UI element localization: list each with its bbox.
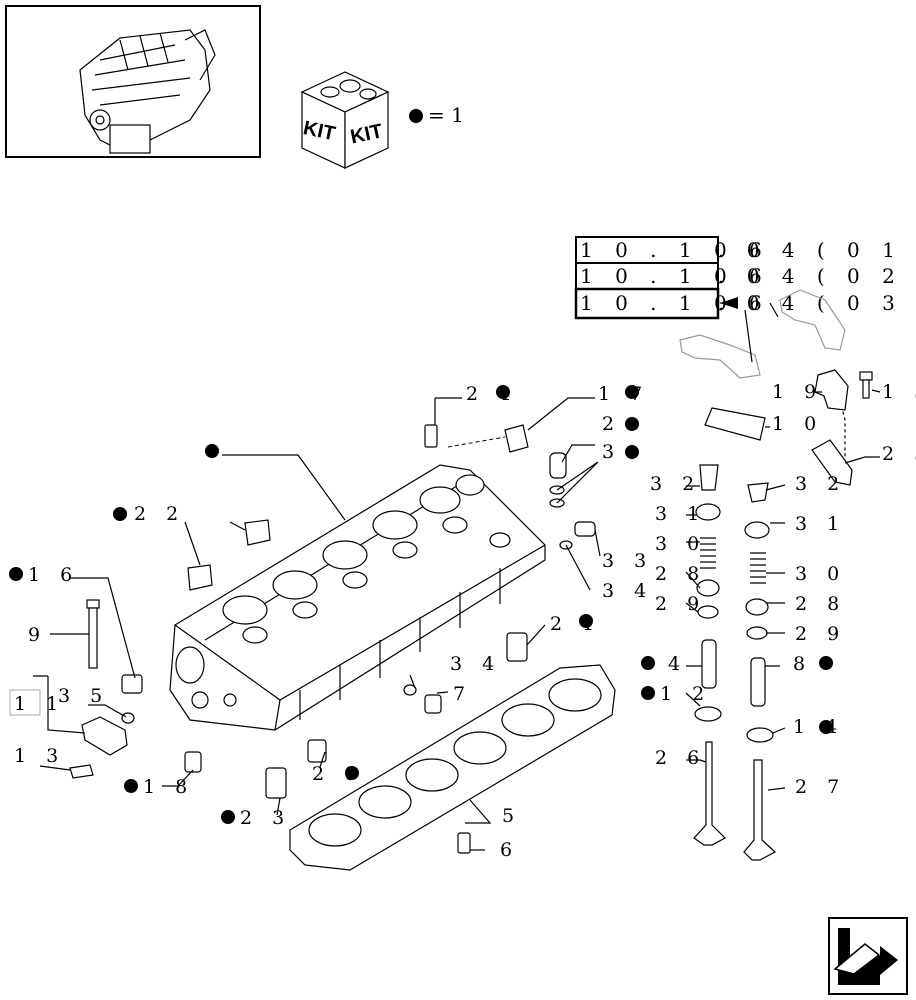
callout-30-left: 3 0 bbox=[655, 533, 706, 555]
callout-11: 1 1 bbox=[14, 693, 65, 715]
callout-12: 1 2 bbox=[660, 683, 711, 705]
reference-link-2[interactable]: 1 0 . 1 0 6 . 0 4 ( 0 2 ) bbox=[580, 264, 916, 288]
callout-31-right: 3 1 bbox=[795, 513, 846, 535]
callout-13: 1 3 bbox=[14, 745, 65, 767]
callout-28-right: 2 8 bbox=[795, 593, 846, 615]
callout-labels: 2 4 1 7 2 3 1 9 1 5 1 0 2 5 3 2 3 2 3 1 … bbox=[9, 381, 916, 861]
reference-code-1: 1 0 . 1 0 6 bbox=[580, 238, 770, 262]
callout-30-right: 3 0 bbox=[795, 563, 846, 585]
callout-21: 2 1 bbox=[550, 613, 601, 635]
callout-15: 1 5 bbox=[882, 381, 916, 403]
callout-26: 2 6 bbox=[655, 747, 706, 769]
kit-box-icon: KIT KIT bbox=[300, 71, 390, 169]
callout-29-right: 2 9 bbox=[795, 623, 846, 645]
callout-28-left: 2 8 bbox=[655, 563, 706, 585]
callout-8: 8 bbox=[793, 653, 812, 675]
kit-equals-text: = 1 bbox=[428, 103, 464, 127]
reference-suffix-3: . 0 4 ( 0 3 ) bbox=[718, 291, 916, 315]
rocker-arm-ghost bbox=[679, 289, 846, 379]
callout-6: 6 bbox=[500, 839, 519, 861]
callout-4: 4 bbox=[668, 653, 687, 675]
callout-35: 3 5 bbox=[58, 685, 109, 707]
callout-31-left: 3 1 bbox=[655, 503, 706, 525]
callout-27: 2 7 bbox=[795, 776, 846, 798]
callout-25: 2 5 bbox=[882, 443, 916, 465]
reference-code-2: 1 0 . 1 0 6 bbox=[580, 264, 770, 288]
callout-24: 2 4 bbox=[466, 383, 517, 405]
leader-lines bbox=[33, 389, 881, 851]
callout-14: 1 4 bbox=[793, 716, 844, 738]
reference-link-1[interactable]: 1 0 . 1 0 6 . 0 4 ( 0 1 ) bbox=[580, 238, 916, 262]
callout-9: 9 bbox=[28, 624, 47, 646]
kit-dot-icon bbox=[409, 109, 423, 123]
callout-17: 1 7 bbox=[598, 383, 649, 405]
cylinder-head bbox=[169, 464, 546, 731]
next-page-button[interactable] bbox=[828, 917, 908, 995]
parts bbox=[69, 369, 873, 861]
callout-20: 2 0 bbox=[312, 763, 363, 785]
callout-10: 1 0 bbox=[772, 413, 823, 435]
callout-7: 7 bbox=[453, 683, 472, 705]
callout-19: 1 9 bbox=[772, 381, 823, 403]
callout-2: 2 bbox=[602, 413, 621, 435]
reference-link-3[interactable]: 1 0 . 1 0 6 . 0 4 ( 0 3 ) bbox=[580, 291, 916, 315]
reference-suffix-1: . 0 4 ( 0 1 ) bbox=[718, 238, 916, 262]
callout-3: 3 bbox=[602, 441, 621, 463]
callout-34-lower: 3 4 bbox=[450, 653, 501, 675]
callout-29-left: 2 9 bbox=[655, 593, 706, 615]
next-page-arrow-icon bbox=[833, 928, 898, 985]
reference-suffix-2: . 0 4 ( 0 2 ) bbox=[718, 264, 916, 288]
callout-16: 1 6 bbox=[28, 564, 79, 586]
callout-32-left: 3 2 bbox=[650, 473, 701, 495]
callout-22: 2 2 bbox=[134, 503, 185, 525]
reference-table bbox=[574, 236, 720, 320]
engine-thumbnail[interactable] bbox=[5, 5, 261, 158]
callout-23: 2 3 bbox=[240, 807, 291, 829]
engine-thumbnail-icon bbox=[79, 29, 216, 154]
callout-34-upper: 3 4 bbox=[602, 580, 653, 602]
callout-5: 5 bbox=[502, 805, 521, 827]
callout-18: 1 8 bbox=[143, 776, 194, 798]
head-gasket bbox=[289, 664, 616, 871]
callout-32-right: 3 2 bbox=[795, 473, 846, 495]
kit-markers bbox=[9, 385, 833, 824]
callout-33: 3 3 bbox=[602, 550, 653, 572]
